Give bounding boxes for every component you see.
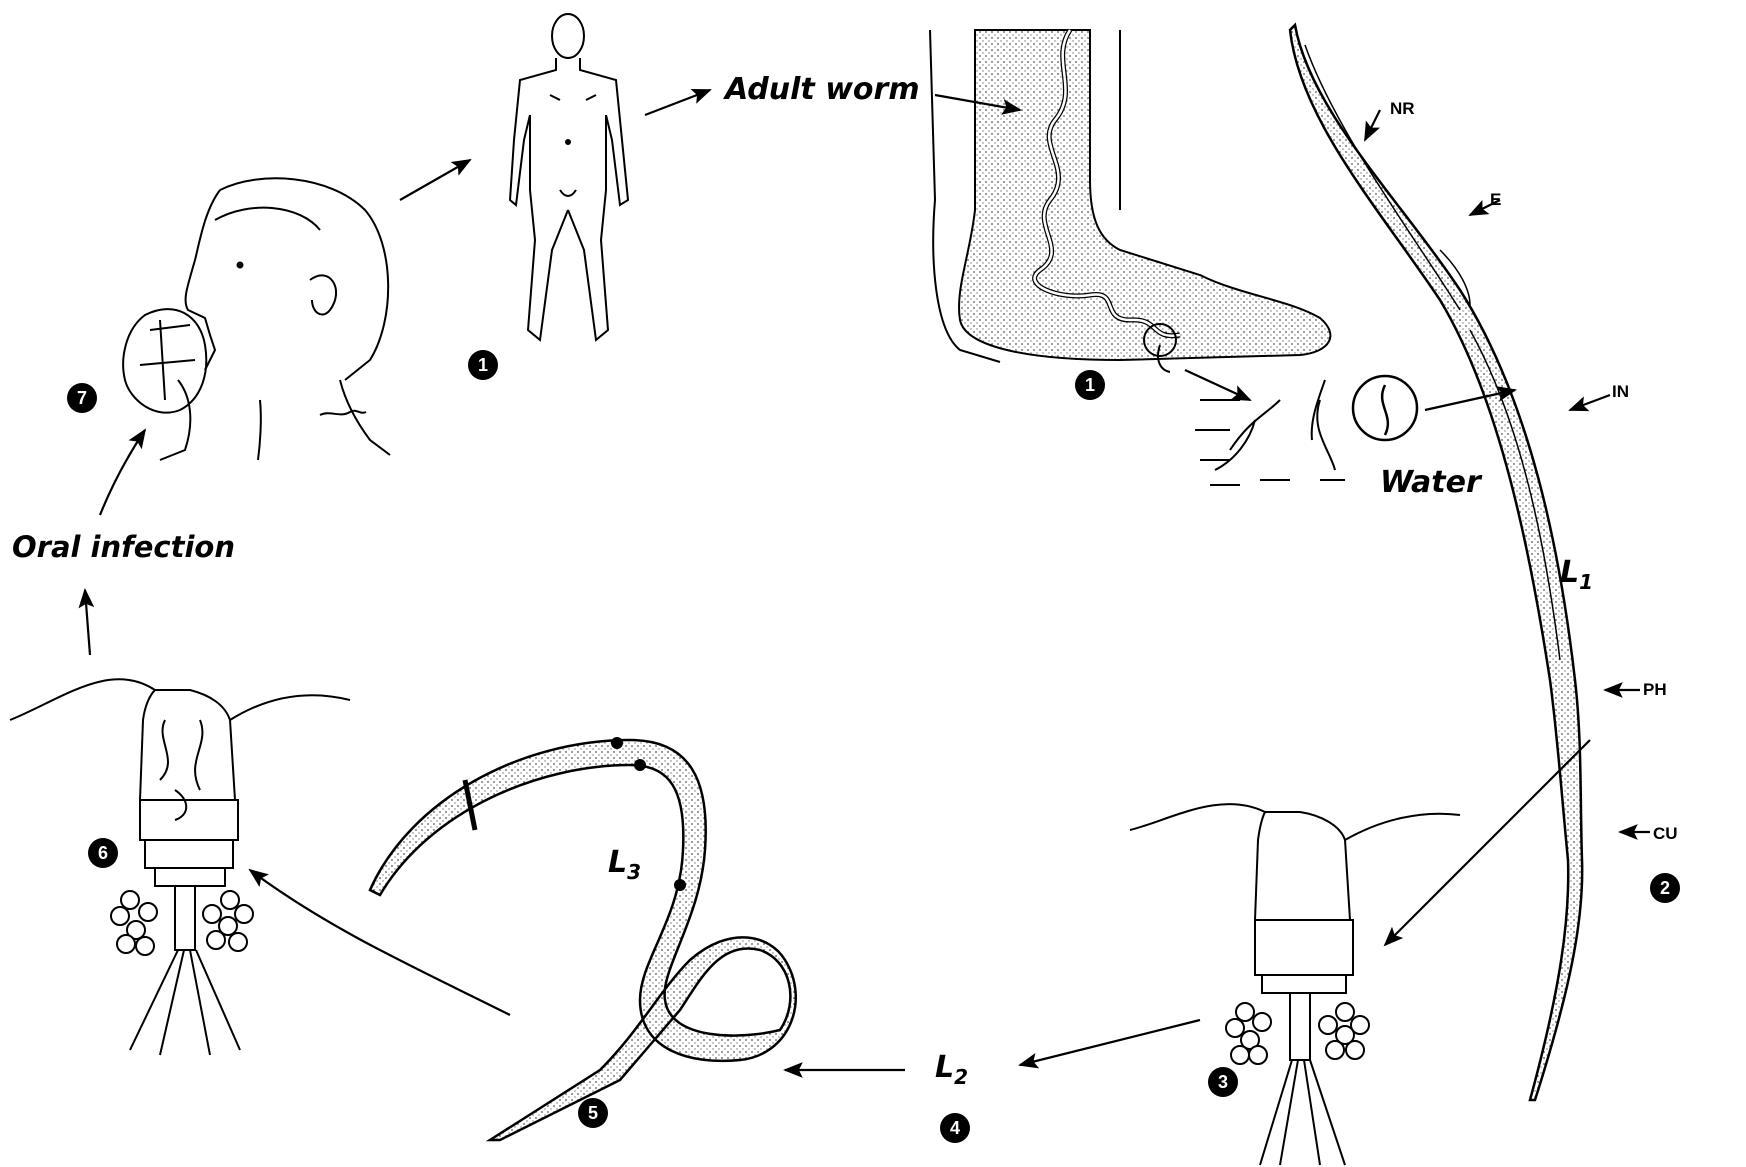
nr-label: NR [1390,99,1415,119]
l1-letter: L [1560,555,1579,590]
l3-subscript: 3 [627,860,641,884]
l2-letter: L [935,1050,954,1085]
l3-stage-label: L3 [608,845,641,884]
foot-illustration [930,30,1330,372]
l1-subscript: 1 [1579,570,1593,594]
human-figure-illustration [510,14,628,340]
step-3-marker: 3 [1208,1067,1238,1097]
in-label: IN [1612,382,1629,402]
l2-stage-label: L2 [935,1050,968,1089]
water-label: Water [1380,465,1481,500]
step-4-marker: 4 [940,1113,970,1143]
ph-label: PH [1643,680,1667,700]
l3-letter: L [608,845,627,880]
step-1-foot-marker: 1 [1075,370,1105,400]
cu-label: CU [1653,824,1678,844]
copepod-6-illustration [10,679,350,1055]
step-2-marker: 2 [1650,873,1680,903]
copepod-3-illustration [1130,804,1460,1165]
step-6-marker: 6 [88,838,118,868]
l1-stage-label: L1 [1560,555,1593,594]
oral-infection-label: Oral infection [12,530,235,564]
step-1-human-marker: 1 [468,350,498,380]
adult-worm-label: Adult worm [725,72,920,107]
step-7-marker: 7 [67,383,97,413]
person-drinking-illustration [123,178,390,460]
step-5-marker: 5 [578,1098,608,1128]
l1-larva-illustration [1290,25,1582,1100]
l3-larva-illustration [370,737,796,1140]
e-label: E [1490,190,1501,210]
l2-subscript: 2 [954,1065,968,1089]
